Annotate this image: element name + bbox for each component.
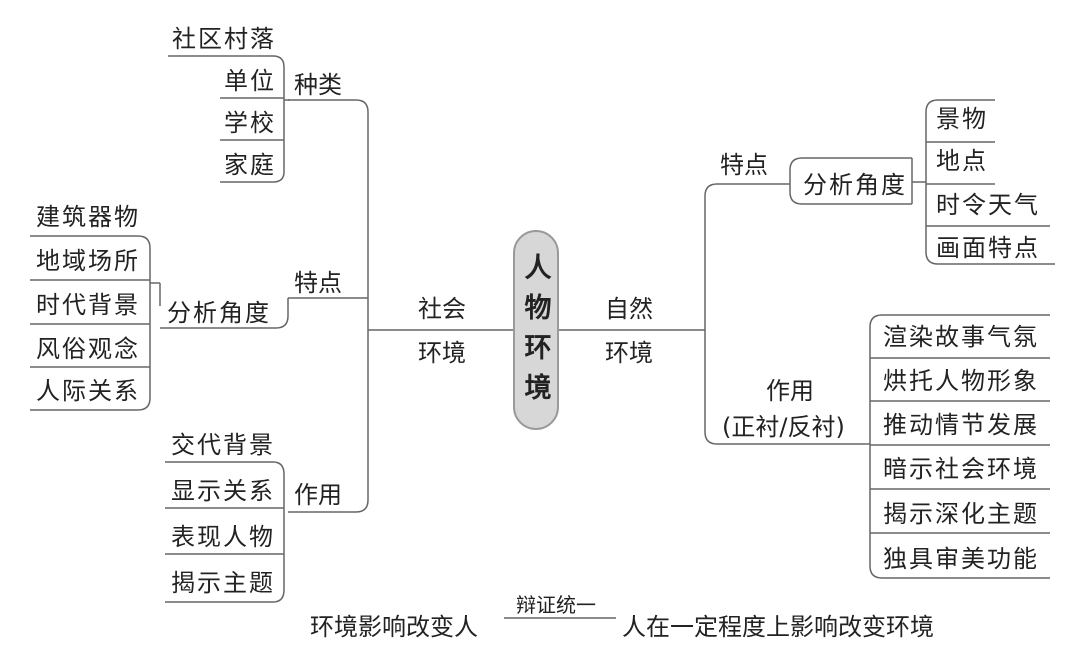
bottom-link-label: 辩证统一 (516, 593, 596, 617)
center-char: 人 (524, 253, 552, 284)
connector-natural-features (704, 183, 790, 330)
social-label-line2: 环境 (418, 339, 466, 367)
center-char: 物 (524, 293, 552, 324)
natural-function-item: 揭示深化主题 (883, 500, 1039, 528)
social-kind-item: 单位 (224, 67, 276, 95)
bracket-social-functions (165, 461, 285, 603)
social-functions-label: 作用 (294, 481, 342, 509)
bracket-social-kinds (168, 55, 285, 183)
social-function-item: 交代背景 (171, 431, 275, 459)
natural-feature-item: 地点 (936, 147, 988, 175)
social-angle-label: 分析角度 (167, 299, 271, 327)
natural-feature-item: 景物 (936, 105, 988, 133)
bottom-left-text: 环境影响改变人 (310, 613, 478, 641)
bottom-right-text: 人在一定程度上影响改变环境 (622, 613, 934, 641)
natural-functions-label-line1: 作用 (766, 377, 814, 405)
natural-features-label: 特点 (720, 151, 768, 179)
social-feature-item: 地域场所 (36, 247, 140, 275)
connector-social-kinds (288, 99, 369, 298)
bracket-natural-features (925, 99, 1055, 265)
connector-social-functions (288, 330, 369, 513)
natural-angle-label: 分析角度 (803, 171, 907, 199)
social-feature-item: 时代背景 (36, 291, 140, 319)
social-function-item: 显示关系 (171, 477, 275, 505)
social-kind-item: 家庭 (224, 151, 276, 179)
natural-function-item: 推动情节发展 (883, 411, 1039, 439)
social-kind-item: 社区村落 (172, 25, 276, 53)
natural-function-item: 渲染故事气氛 (883, 323, 1039, 351)
natural-function-item: 独具审美功能 (883, 545, 1039, 573)
natural-function-item: 暗示社会环境 (883, 455, 1039, 483)
natural-function-item: 烘托人物形象 (883, 367, 1039, 395)
social-feature-item: 建筑器物 (36, 203, 140, 231)
natural-feature-item: 画面特点 (936, 234, 1040, 262)
bracket-natural-functions (869, 314, 1050, 579)
social-function-item: 表现人物 (171, 523, 275, 551)
connector-natural-angle (789, 157, 912, 184)
social-feature-item: 人际关系 (36, 377, 140, 405)
social-kind-item: 学校 (224, 109, 276, 137)
center-char: 境 (524, 373, 552, 404)
social-feature-item: 风俗观念 (36, 335, 140, 363)
social-features-label: 特点 (294, 269, 342, 297)
bracket-social-features (30, 235, 151, 411)
natural-feature-item: 时令天气 (936, 191, 1040, 219)
natural-label-line2: 环境 (605, 339, 653, 367)
natural-functions-label-line2: (正衬/反衬) (722, 413, 845, 441)
underline-social-angle (160, 298, 289, 329)
social-function-item: 揭示主题 (171, 569, 275, 597)
underline-natural-angle (789, 184, 912, 205)
social-label-line1: 社会 (418, 295, 466, 323)
center-node: 人 物 环 境 (513, 230, 559, 430)
social-kinds-label: 种类 (294, 71, 342, 99)
natural-label-line1: 自然 (605, 295, 653, 323)
center-char: 环 (524, 333, 552, 364)
connector-natural-functions (704, 330, 870, 445)
